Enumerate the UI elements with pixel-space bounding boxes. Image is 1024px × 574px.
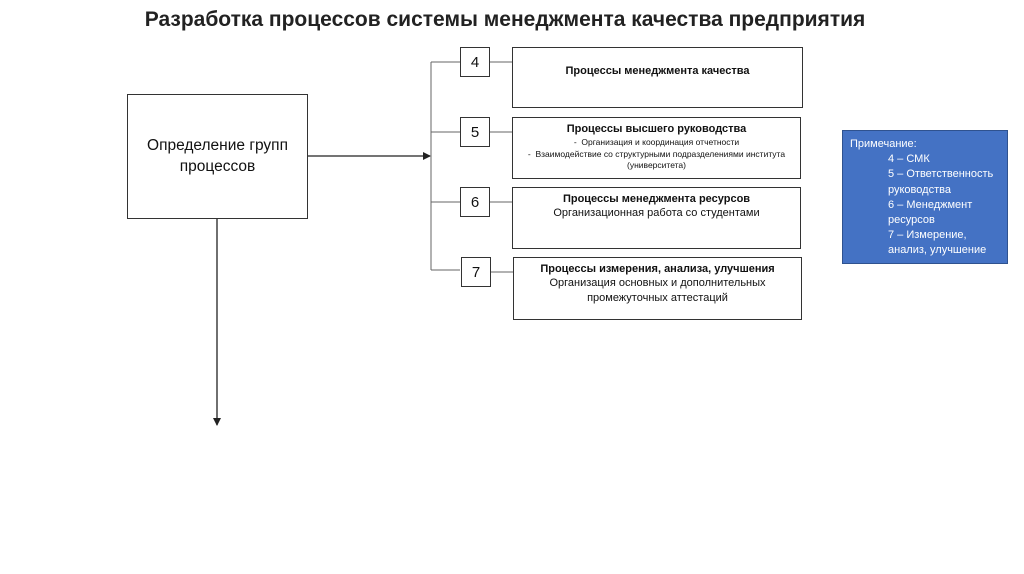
number-box-6: 6 (460, 187, 490, 217)
number-label: 5 (470, 123, 480, 141)
note-items: 4 – СМК 5 – Ответственность руководства … (850, 152, 1001, 258)
number-box-5: 5 (460, 117, 490, 147)
note-item: 4 – СМК (888, 153, 930, 166)
list-item: Организация и координация отчетности (519, 137, 794, 148)
process-title: Процессы высшего руководства (566, 123, 747, 135)
process-title: Процессы измерения, анализа, улучшения (540, 263, 775, 275)
note-heading: Примечание: (850, 138, 917, 150)
note-item: 5 – Ответственность руководства (888, 168, 994, 196)
process-title: Процессы менеджмента качества (565, 65, 750, 77)
process-items: Организация и координация отчетности Вза… (519, 137, 794, 171)
process-body: Организация основных и дополнительных пр… (549, 277, 766, 304)
note-box: Примечание: 4 – СМК 5 – Ответственность … (842, 130, 1008, 264)
process-box-measurement: Процессы измерения, анализа, улучшения О… (513, 257, 802, 320)
page-title: Разработка процессов системы менеджмента… (144, 8, 866, 31)
process-groups-label: Определение групп процессов (147, 136, 288, 175)
note-item: 6 – Менеджмент ресурсов (888, 198, 973, 226)
process-body: Организационная работа со студентами (553, 207, 760, 220)
process-groups-box: Определение групп процессов (127, 94, 308, 219)
number-box-4: 4 (460, 47, 490, 77)
note-item: 7 – Измерение, анализ, улучшение (888, 229, 987, 257)
number-label: 4 (470, 53, 480, 71)
number-label: 7 (471, 263, 481, 281)
process-title: Процессы менеджмента ресурсов (562, 193, 751, 205)
number-label: 6 (470, 193, 480, 211)
process-box-leadership: Процессы высшего руководства Организация… (512, 117, 801, 179)
process-box-resources: Процессы менеджмента ресурсов Организаци… (512, 187, 801, 249)
process-box-quality: Процессы менеджмента качества (512, 47, 803, 108)
list-item: Взаимодействие со структурными подраздел… (519, 149, 794, 172)
number-box-7: 7 (461, 257, 491, 287)
